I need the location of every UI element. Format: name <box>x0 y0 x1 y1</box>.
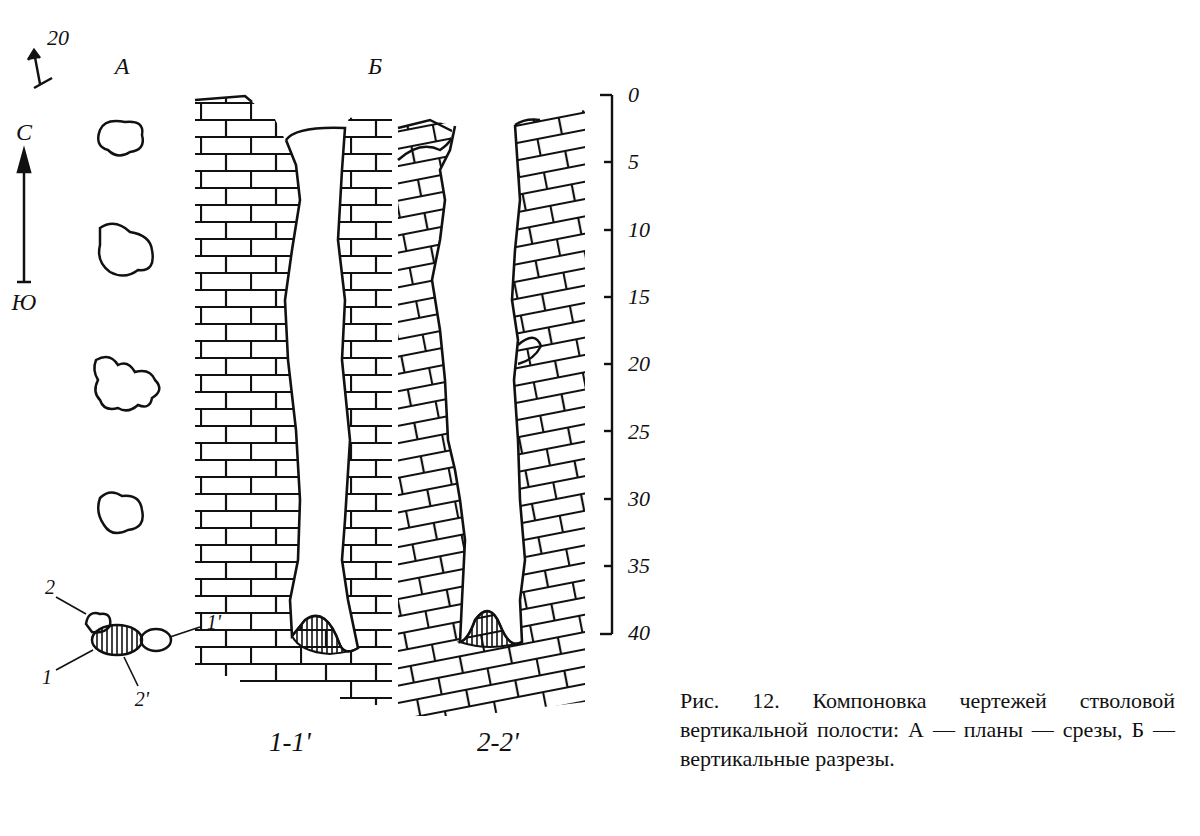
depth-number: 40 <box>628 622 650 644</box>
north-arrow <box>17 150 31 282</box>
depth-number: 5 <box>628 151 639 173</box>
depth-number: 35 <box>628 555 650 577</box>
shaft-1 <box>262 92 360 654</box>
depth-scale <box>600 95 612 634</box>
part-letter: А <box>115 54 130 78</box>
part-letter: Б <box>368 54 382 78</box>
figure-caption: Рис. 12. Компоновка чертежей стволовой в… <box>680 686 1175 773</box>
compass-letter: С <box>16 120 32 144</box>
azimuth-symbol <box>28 50 52 88</box>
depth-number: 20 <box>628 353 650 375</box>
plan-sections <box>86 121 171 655</box>
section-title: 2-2' <box>477 729 519 756</box>
section-1-rock <box>190 90 400 710</box>
depth-number: 15 <box>628 286 650 308</box>
section-mark: 1 <box>42 667 52 687</box>
depth-number: 25 <box>628 421 650 443</box>
section-mark: 2 <box>45 577 55 597</box>
leader-lines <box>56 597 200 686</box>
compass-letter: Ю <box>12 290 37 314</box>
azimuth-value: 20 <box>47 27 69 49</box>
depth-number: 0 <box>628 84 639 106</box>
shaft-2 <box>432 100 541 647</box>
depth-number: 10 <box>628 219 650 241</box>
section-title: 1-1' <box>269 729 311 756</box>
depth-number: 30 <box>628 488 650 510</box>
section-2-rock <box>395 100 590 720</box>
section-mark: 1' <box>207 612 221 632</box>
section-mark: 2' <box>135 689 149 709</box>
